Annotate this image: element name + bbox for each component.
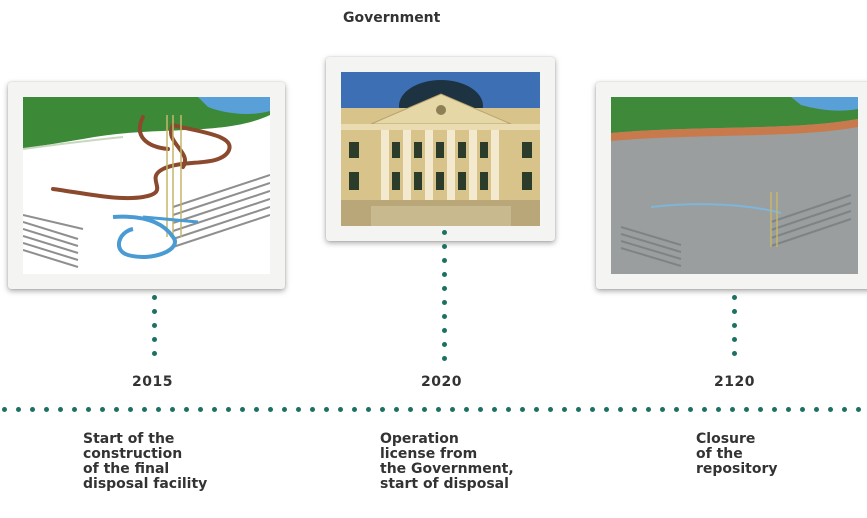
government-label: Government	[343, 10, 441, 26]
timeline-dot	[716, 407, 721, 412]
connector-dots-2015	[152, 295, 158, 361]
timeline-dot	[2, 407, 7, 412]
timeline-dot	[226, 407, 231, 412]
description-2120: Closure of the repository	[696, 431, 778, 477]
description-2015: Start of the construction of the final d…	[83, 431, 208, 492]
timeline-dot	[702, 407, 707, 412]
timeline-dot	[478, 407, 483, 412]
government-building-photo	[326, 57, 555, 241]
timeline-dot	[240, 407, 245, 412]
timeline-dot	[30, 407, 35, 412]
timeline-dot	[352, 407, 357, 412]
timeline-dot	[338, 407, 343, 412]
year-2120: 2120	[714, 374, 755, 390]
timeline-dot	[422, 407, 427, 412]
timeline-dot	[590, 407, 595, 412]
timeline-dot	[310, 407, 315, 412]
timeline-dot	[366, 407, 371, 412]
timeline-dot	[744, 407, 749, 412]
timeline-dot	[324, 407, 329, 412]
timeline-dot	[114, 407, 119, 412]
timeline-dot	[58, 407, 63, 412]
timeline-dot	[16, 407, 21, 412]
description-2020: Operation license from the Government, s…	[380, 431, 514, 492]
timeline-dot	[562, 407, 567, 412]
connector-dots-2020	[442, 230, 448, 370]
timeline-dotted-line	[0, 407, 867, 413]
timeline-dot	[534, 407, 539, 412]
timeline-dot	[170, 407, 175, 412]
timeline-dot	[450, 407, 455, 412]
timeline-dot	[254, 407, 259, 412]
timeline-dot	[814, 407, 819, 412]
timeline-dot	[856, 407, 861, 412]
timeline-dot	[492, 407, 497, 412]
year-2020: 2020	[421, 374, 462, 390]
timeline-dot	[198, 407, 203, 412]
timeline-dot	[380, 407, 385, 412]
timeline-dot	[296, 407, 301, 412]
timeline-dot	[156, 407, 161, 412]
repository-closure-illustration	[596, 82, 867, 289]
timeline-dot	[660, 407, 665, 412]
timeline-dot	[100, 407, 105, 412]
timeline-dot	[72, 407, 77, 412]
timeline-dot	[786, 407, 791, 412]
timeline-dot	[674, 407, 679, 412]
timeline-dot	[576, 407, 581, 412]
timeline-dot	[394, 407, 399, 412]
timeline-dot	[436, 407, 441, 412]
timeline-dot	[548, 407, 553, 412]
timeline-dot	[604, 407, 609, 412]
timeline-dot	[128, 407, 133, 412]
timeline-dot	[268, 407, 273, 412]
timeline-dot	[730, 407, 735, 412]
year-2015: 2015	[132, 374, 173, 390]
timeline-dot	[842, 407, 847, 412]
timeline-dot	[506, 407, 511, 412]
timeline-dot	[520, 407, 525, 412]
timeline-dot	[212, 407, 217, 412]
timeline-dot	[646, 407, 651, 412]
construction-illustration	[8, 82, 285, 289]
timeline-dot	[86, 407, 91, 412]
timeline-dot	[142, 407, 147, 412]
timeline-dot	[408, 407, 413, 412]
timeline-dot	[632, 407, 637, 412]
timeline-dot	[758, 407, 763, 412]
timeline-dot	[688, 407, 693, 412]
timeline-dot	[464, 407, 469, 412]
timeline-dot	[800, 407, 805, 412]
timeline-dot	[282, 407, 287, 412]
timeline-dot	[772, 407, 777, 412]
timeline-dot	[44, 407, 49, 412]
timeline-dot	[618, 407, 623, 412]
connector-dots-2120	[732, 295, 738, 361]
timeline-dot	[184, 407, 189, 412]
timeline-dot	[828, 407, 833, 412]
